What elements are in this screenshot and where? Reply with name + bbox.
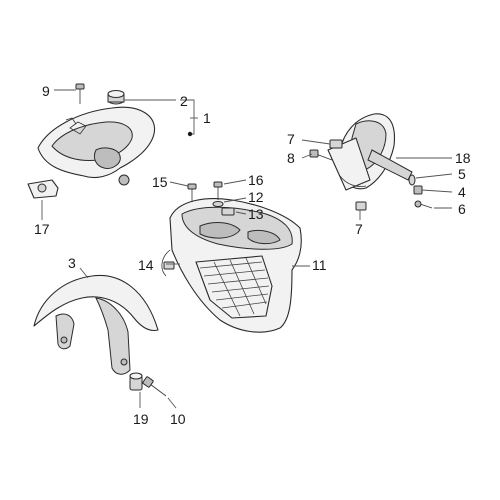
callout-4: 4 (458, 184, 466, 200)
washer-part-12 (212, 201, 224, 207)
callout-labels: 9 2 1 17 3 19 10 11 14 15 16 12 13 7 8 7… (34, 83, 471, 427)
callout-7-bottom: 7 (355, 221, 363, 237)
callout-1: 1 (203, 110, 211, 126)
nut-part-4 (413, 185, 423, 195)
callout-15: 15 (152, 174, 168, 190)
screw-part-16 (213, 181, 223, 200)
clip-part-17 (27, 179, 59, 199)
screw-part-15 (187, 183, 197, 202)
callout-16: 16 (248, 172, 264, 188)
clip-part-7-top (329, 139, 343, 149)
grille-hatch (199, 257, 270, 317)
leader-lines (41, 89, 453, 409)
grommet-part-2 (107, 89, 125, 105)
callout-8: 8 (287, 150, 295, 166)
screw-part-10 (142, 376, 167, 397)
bush-part-19 (129, 372, 143, 391)
callout-11: 11 (312, 257, 327, 273)
front-mudguard-part (33, 274, 159, 375)
callout-17: 17 (34, 221, 50, 237)
washer-part-5 (408, 174, 416, 186)
callout-18: 18 (455, 150, 471, 166)
callout-9: 9 (42, 83, 50, 99)
callout-14: 14 (138, 257, 154, 273)
splash-guard-part (37, 106, 156, 186)
callout-6: 6 (458, 201, 466, 217)
headlight-housing-part-11 (161, 198, 302, 333)
callout-2: 2 (180, 93, 188, 109)
bracket-part-18 (327, 113, 413, 191)
callout-10: 10 (170, 411, 186, 427)
callout-7-top: 7 (287, 131, 295, 147)
screw-part-6 (414, 200, 433, 209)
nut-part-14 (163, 261, 175, 270)
clip-part-13 (221, 207, 235, 216)
screw-part-9 (75, 83, 85, 104)
callout-19: 19 (133, 411, 149, 427)
clip-part-7-bottom (355, 201, 367, 211)
assembly-marker-dot (187, 131, 193, 137)
callout-12: 12 (248, 189, 264, 205)
callout-13: 13 (248, 206, 264, 222)
callout-5: 5 (458, 166, 466, 182)
callout-3: 3 (68, 255, 76, 271)
screw-part-8 (309, 149, 333, 161)
